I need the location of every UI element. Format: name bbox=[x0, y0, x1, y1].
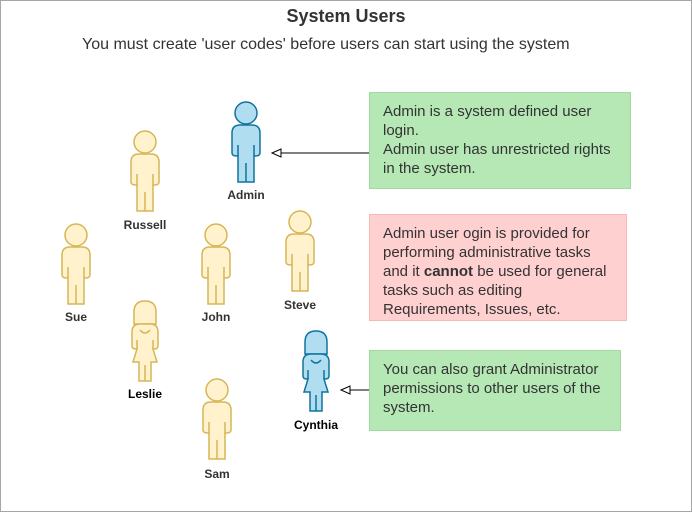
admin-definition-line2: Admin user has unrestricted rights in th… bbox=[383, 141, 611, 177]
admin-warning-text-end: be used for general tasks such as editin… bbox=[383, 263, 607, 318]
user-label-leslie: Leslie bbox=[127, 387, 163, 401]
admin-warning-emphasis: cannot bbox=[423, 263, 474, 280]
admin-user-icon bbox=[231, 101, 261, 183]
russell-user-icon bbox=[130, 130, 160, 212]
user-label-sam: Sam bbox=[204, 467, 230, 481]
steve-user-icon bbox=[285, 210, 315, 292]
user-label-steve: Steve bbox=[283, 298, 317, 312]
diagram-title: System Users bbox=[286, 6, 406, 26]
user-label-admin: Admin bbox=[227, 188, 265, 202]
admin-definition-note: Admin is a system defined user login. Ad… bbox=[369, 92, 631, 189]
grant-admin-note: You can also grant Administrator permiss… bbox=[369, 350, 621, 431]
admin-definition-line1: Admin is a system defined user login. bbox=[383, 103, 592, 139]
john-user-icon bbox=[201, 223, 231, 305]
grant-admin-text: You can also grant Administrator permiss… bbox=[383, 361, 601, 416]
user-label-john: John bbox=[201, 310, 231, 324]
admin-warning-note: Admin user ogin is provided for performi… bbox=[369, 214, 627, 321]
user-label-russell: Russell bbox=[123, 218, 167, 232]
cynthia-user-icon bbox=[302, 330, 330, 412]
user-label-cynthia: Cynthia bbox=[293, 418, 338, 432]
sue-user-icon bbox=[61, 223, 91, 305]
leslie-user-icon bbox=[131, 300, 159, 382]
diagram-subtitle: You must create 'user codes' before user… bbox=[82, 36, 570, 53]
sam-user-icon bbox=[202, 378, 232, 460]
cynthia-note-connector bbox=[339, 385, 369, 395]
admin-warning-text-start: Admin user ogin is provided for performi… bbox=[383, 225, 591, 280]
user-label-sue: Sue bbox=[64, 310, 87, 324]
admin-note-connector bbox=[270, 148, 369, 158]
